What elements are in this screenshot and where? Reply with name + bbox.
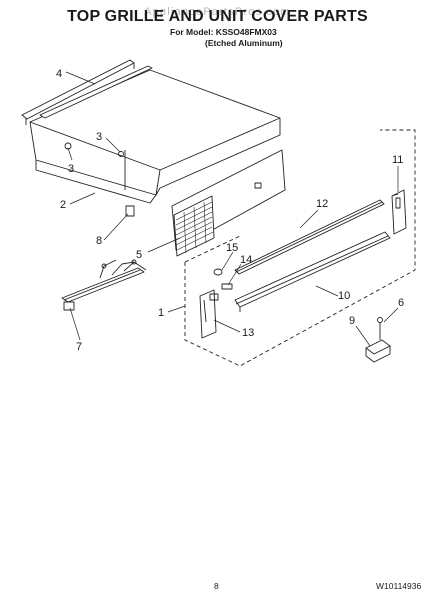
top-trim-strip: [21, 59, 135, 125]
callout-8: 8: [96, 235, 102, 247]
callout-14: 14: [240, 254, 252, 266]
finish-line: (Etched Aluminum): [205, 38, 283, 48]
callout-6: 6: [398, 297, 404, 309]
rail-clips: [213, 268, 233, 290]
page-title: TOP GRILLE AND UNIT COVER PARTS: [67, 8, 368, 25]
callout-4: 4: [56, 68, 62, 80]
document-number: W10114936: [376, 581, 422, 591]
page-number: 8: [214, 581, 219, 591]
callout-12: 12: [316, 198, 328, 210]
callout-3a: 3: [96, 131, 102, 143]
callout-10: 10: [338, 290, 350, 302]
model-line: For Model: KSSO48FMX03: [170, 27, 277, 37]
leader-lines: [65, 71, 399, 347]
callout-7: 7: [76, 341, 82, 353]
unit-cover-box: [29, 65, 281, 217]
callout-2: 2: [60, 199, 66, 211]
watermark-text: AppliancePartsPros.com: [144, 6, 291, 18]
callout-15: 15: [226, 242, 238, 254]
wire-harness: [61, 259, 147, 311]
callout-13: 13: [242, 327, 254, 339]
grille-assembly-outline: [184, 129, 416, 367]
callout-3b: 3: [68, 163, 74, 175]
left-end-bracket: [199, 289, 219, 339]
upper-rail: [234, 199, 385, 275]
grille-panel: [171, 149, 286, 257]
callout-1: 1: [158, 307, 164, 319]
mounting-bracket: [365, 317, 391, 363]
callout-5: 5: [136, 249, 142, 261]
lower-rail: [234, 231, 391, 312]
callout-11: 11: [392, 154, 403, 166]
callout-labels: 4 3 3 2 8 5 12 11 15 14 10 1 13 6 9 7: [56, 68, 404, 353]
right-end-bracket: [391, 189, 407, 235]
callout-9: 9: [349, 315, 355, 327]
